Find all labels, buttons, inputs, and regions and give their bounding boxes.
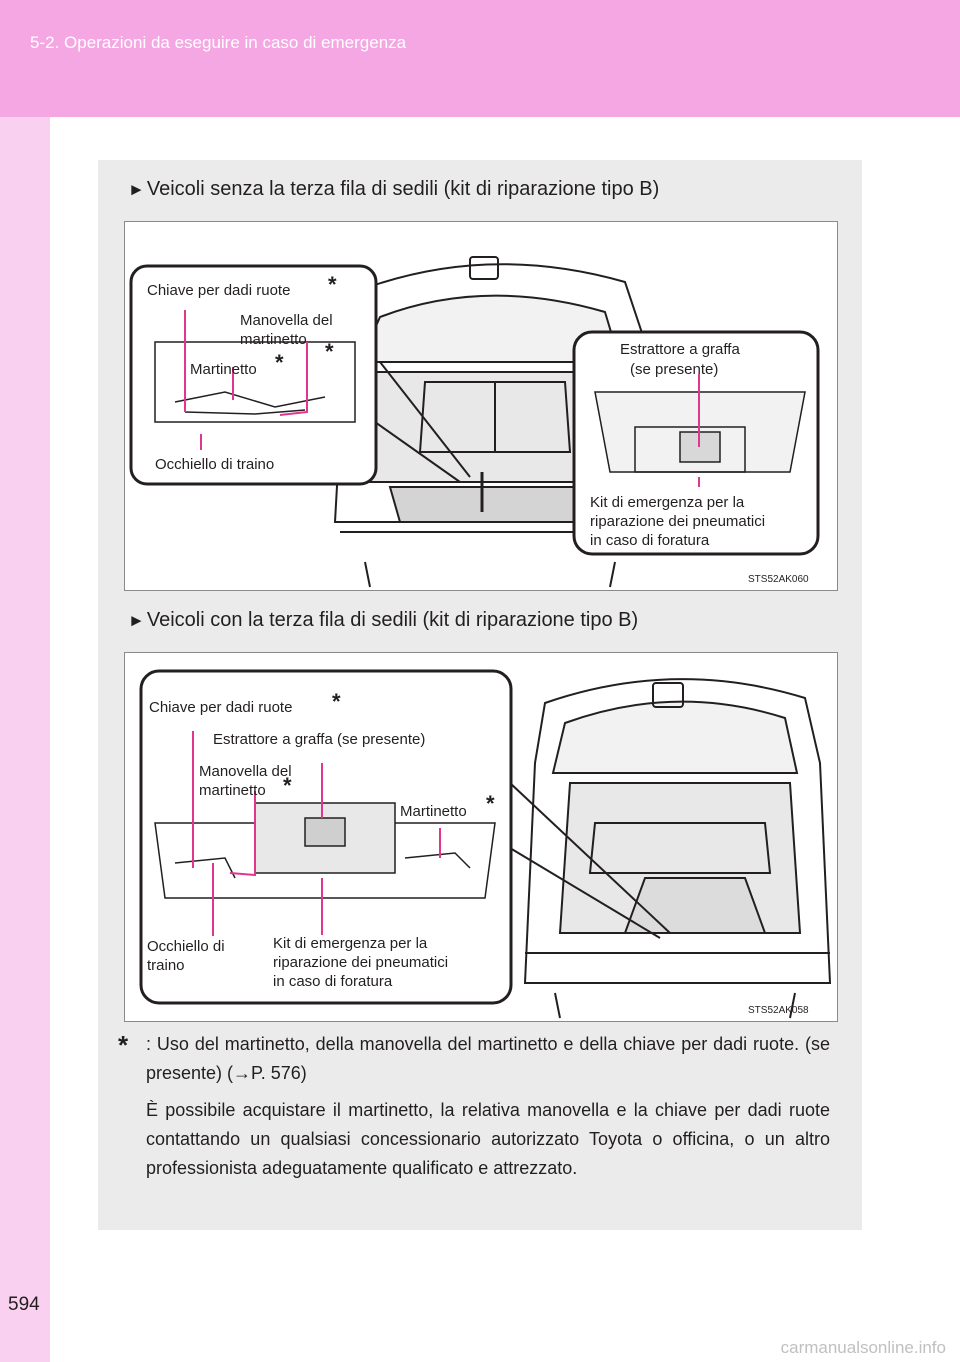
section-heading-2: ►Veicoli con la terza fila di sedili (ki…	[128, 609, 638, 632]
header-band	[0, 0, 960, 117]
label-kit-1: Kit di emergenza per la	[273, 935, 428, 952]
asterisk-icon: *	[118, 1030, 146, 1088]
label-jack: Martinetto	[400, 803, 467, 820]
label-kit-1: Kit di emergenza per la	[590, 494, 745, 511]
label-handle-2: martinetto	[199, 782, 266, 799]
label-handle-2: martinetto	[240, 331, 307, 348]
label-hook-2: (se presente)	[630, 361, 718, 378]
figure-no-third-row: Chiave per dadi ruote * Manovella del ma…	[124, 221, 838, 591]
asterisk-icon: *	[332, 689, 341, 714]
footnote-paragraph: È possibile acquistare il martinetto, la…	[146, 1096, 830, 1183]
figure-code: STS52AK058	[748, 1005, 809, 1016]
arrow-icon: ►	[128, 611, 145, 630]
label-kit-2: riparazione dei pneumatici	[590, 513, 765, 530]
label-kit-3: in caso di foratura	[590, 532, 710, 549]
label-handle-1: Manovella del	[240, 312, 333, 329]
watermark: carmanualsonline.info	[781, 1338, 946, 1358]
asterisk-icon: *	[283, 773, 292, 798]
asterisk-icon: *	[275, 350, 284, 375]
label-hook-1: Estrattore a graffa	[620, 341, 740, 358]
figure-code: STS52AK060	[748, 574, 809, 585]
footnote-text: : Uso del martinetto, della manovella de…	[146, 1030, 830, 1088]
figure-with-third-row: Chiave per dadi ruote * Estrattore a gra…	[124, 652, 838, 1022]
label-towing-eye-2: traino	[147, 957, 185, 974]
footnote: * : Uso del martinetto, della manovella …	[118, 1030, 830, 1183]
label-hook: Estrattore a graffa (se presente)	[213, 731, 425, 748]
label-jack: Martinetto	[190, 361, 257, 378]
side-band	[0, 117, 50, 1362]
label-kit-2: riparazione dei pneumatici	[273, 954, 448, 971]
label-wrench: Chiave per dadi ruote	[149, 699, 292, 716]
page-number: 594	[8, 1294, 40, 1316]
arrow-icon: ►	[128, 180, 145, 199]
asterisk-icon: *	[486, 791, 495, 816]
asterisk-icon: *	[325, 339, 334, 364]
label-handle-1: Manovella del	[199, 763, 292, 780]
label-towing-eye-1: Occhiello di	[147, 938, 225, 955]
label-towing-eye: Occhiello di traino	[155, 456, 274, 473]
section-title: 5-2. Operazioni da eseguire in caso di e…	[30, 33, 406, 53]
section-heading-1: ►Veicoli senza la terza fila di sedili (…	[128, 178, 659, 201]
asterisk-icon: *	[328, 272, 337, 297]
car-rear-illustration	[525, 679, 830, 1018]
label-kit-3: in caso di foratura	[273, 973, 393, 990]
label-wrench: Chiave per dadi ruote	[147, 282, 290, 299]
